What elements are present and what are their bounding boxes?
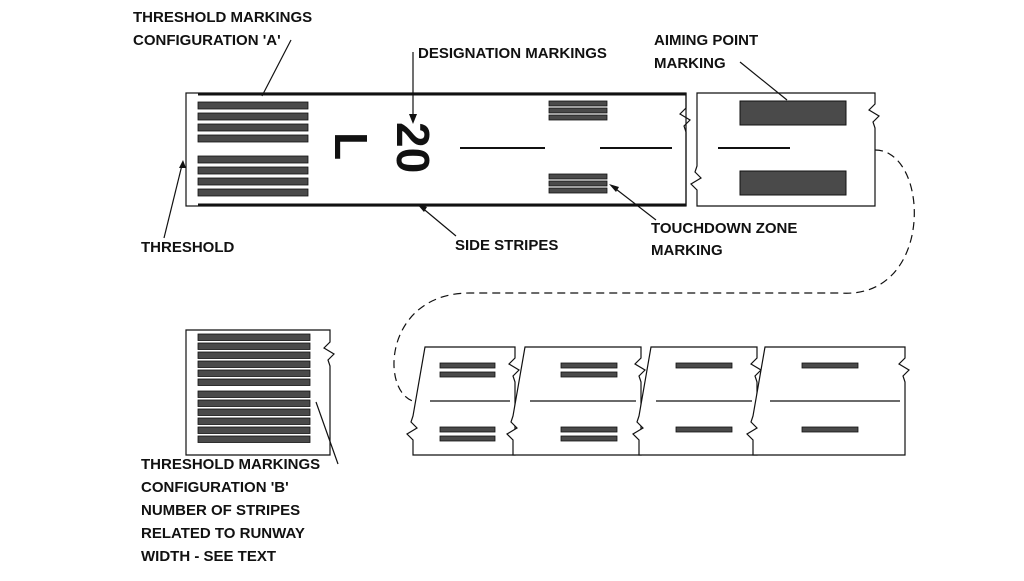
label-threshold-b-line3: NUMBER OF STRIPES — [141, 502, 300, 519]
touchdown-zone-bar — [548, 180, 608, 187]
label-side-stripes: SIDE STRIPES — [455, 237, 558, 254]
threshold-b-stripe — [197, 390, 311, 398]
label-threshold-b-line2: CONFIGURATION 'B' — [141, 479, 289, 496]
lower-runway-segments — [406, 346, 910, 456]
leader-threshold-a — [261, 39, 292, 97]
touchdown-zone-bar — [548, 173, 608, 180]
leader-touchdown — [611, 185, 657, 221]
touchdown-zone-bar — [675, 426, 733, 433]
threshold-stripe — [197, 177, 309, 186]
touchdown-zone-bar — [439, 435, 496, 442]
threshold-b-stripe — [197, 333, 311, 341]
designation-markings: 20 L — [325, 122, 439, 173]
label-aiming-line1: AIMING POINT — [654, 32, 758, 49]
threshold-stripe — [197, 101, 309, 110]
threshold-b-stripe — [197, 351, 311, 359]
label-threshold-a-line1: THRESHOLD MARKINGS — [133, 9, 312, 26]
aiming-point-bar-top — [739, 100, 847, 126]
touchdown-zone-bar — [439, 362, 496, 369]
designation-number: 20 — [387, 122, 439, 173]
threshold-stripe — [197, 155, 309, 164]
arrowhead — [179, 160, 186, 168]
threshold-b-stripe — [197, 435, 311, 443]
labels: THRESHOLD MARKINGS CONFIGURATION 'A' DES… — [133, 9, 797, 565]
touchdown-zone-bar — [548, 114, 608, 121]
upper-runway: 20 L — [185, 92, 691, 207]
leader-side-stripes — [419, 205, 457, 237]
touchdown-zone-bar — [439, 426, 496, 433]
label-threshold-b-line5: WIDTH - SEE TEXT — [141, 548, 276, 565]
threshold-b-stripe — [197, 342, 311, 350]
threshold-markings-config-a — [197, 101, 309, 197]
break-line — [679, 93, 691, 206]
leader-threshold — [163, 164, 183, 239]
threshold-b-stripe — [197, 378, 311, 386]
label-touchdown-line1: TOUCHDOWN ZONE — [651, 220, 797, 237]
leader-aiming — [739, 61, 788, 101]
touchdown-zone-bar — [548, 187, 608, 194]
label-threshold-b-line4: RELATED TO RUNWAY — [141, 525, 305, 542]
threshold-b-stripe — [197, 360, 311, 368]
threshold-stripe — [197, 134, 309, 143]
threshold-b-stripe — [197, 417, 311, 425]
touchdown-zone-bar — [560, 362, 618, 369]
designation-letter: L — [325, 132, 377, 160]
arrowhead — [409, 114, 417, 124]
arrowhead — [609, 184, 619, 192]
touchdown-zone-bar — [439, 371, 496, 378]
arrowhead — [417, 204, 427, 212]
aiming-point-segment — [690, 92, 880, 207]
threshold-b-stripe — [197, 408, 311, 416]
threshold-stripe — [197, 123, 309, 132]
label-aiming-line2: MARKING — [654, 55, 726, 72]
threshold-b-stripe — [197, 426, 311, 434]
label-designation: DESIGNATION MARKINGS — [418, 45, 607, 62]
touchdown-zone-bar — [801, 362, 859, 369]
touchdown-zone-bar — [801, 426, 859, 433]
touchdown-zone-marking-upper — [548, 100, 608, 194]
threshold-stripe — [197, 112, 309, 121]
label-touchdown-line2: MARKING — [651, 242, 723, 259]
aiming-point-bar-bottom — [739, 170, 847, 196]
touchdown-zone-bar — [560, 435, 618, 442]
config-b-stripes — [197, 333, 311, 443]
touchdown-zone-bar — [548, 100, 608, 107]
leader-threshold-b — [315, 401, 339, 465]
touchdown-zone-bar — [548, 107, 608, 114]
label-threshold-b-line1: THRESHOLD MARKINGS — [141, 456, 320, 473]
threshold-stripe — [197, 188, 309, 197]
threshold-b-stripe — [197, 369, 311, 377]
touchdown-zone-bar — [560, 371, 618, 378]
label-threshold-a-line2: CONFIGURATION 'A' — [133, 32, 281, 49]
threshold-b-stripe — [197, 399, 311, 407]
threshold-markings-config-b — [185, 329, 335, 456]
touchdown-zone-bar — [675, 362, 733, 369]
threshold-stripe — [197, 166, 309, 175]
touchdown-zone-bar — [560, 426, 618, 433]
label-threshold: THRESHOLD — [141, 239, 235, 256]
